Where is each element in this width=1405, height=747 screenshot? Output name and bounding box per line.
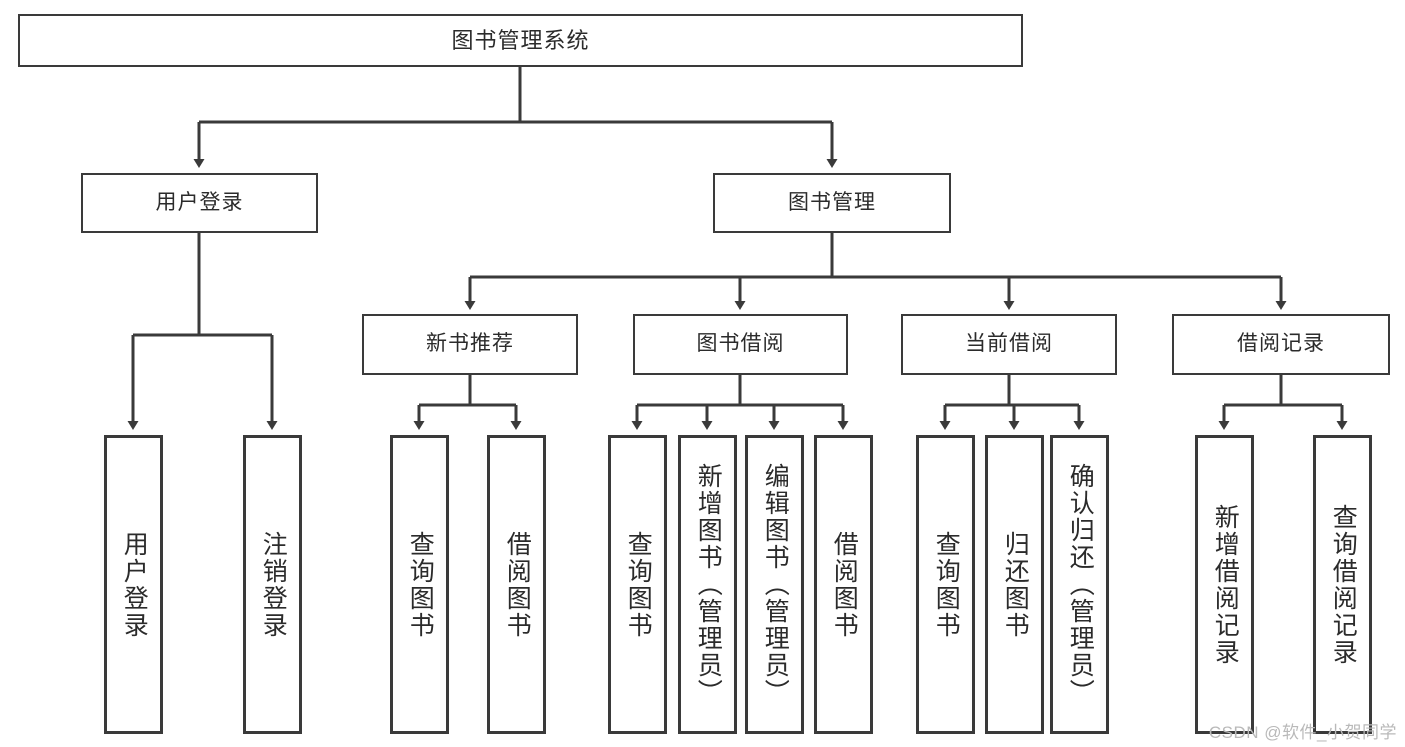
leaf-current-query-book[interactable]: 查询图书	[916, 435, 975, 734]
leaf-borrow-edit-book[interactable]: 编辑图书（管理员）	[745, 435, 804, 734]
leaf-current-return-book[interactable]: 归还图书	[985, 435, 1044, 734]
node-label: 用户登录	[120, 530, 149, 639]
node-label: 图书管理	[788, 190, 876, 214]
node-label: 新增图书（管理员）	[694, 463, 723, 706]
node-current-borrow[interactable]: 当前借阅	[901, 314, 1117, 375]
leaf-record-add-record[interactable]: 新增借阅记录	[1195, 435, 1254, 734]
leaf-borrow-add-book[interactable]: 新增图书（管理员）	[678, 435, 737, 734]
node-root-system[interactable]: 图书管理系统	[18, 14, 1023, 67]
node-label: 编辑图书（管理员）	[761, 463, 790, 706]
leaf-user-login-login[interactable]: 用户登录	[104, 435, 163, 734]
node-label: 图书借阅	[696, 332, 785, 356]
node-label: 借阅图书	[503, 530, 532, 639]
node-label: 借阅记录	[1237, 332, 1325, 356]
csdn-watermark: CSDN @软件_小贺同学	[1208, 723, 1397, 742]
node-label: 查询借阅记录	[1329, 503, 1358, 666]
node-book-borrow[interactable]: 图书借阅	[633, 314, 848, 375]
node-label: 图书管理系统	[451, 27, 590, 53]
node-label: 归还图书	[1001, 530, 1030, 639]
leaf-record-query-record[interactable]: 查询借阅记录	[1313, 435, 1372, 734]
node-label: 用户登录	[155, 190, 244, 214]
node-label: 新增借阅记录	[1211, 503, 1240, 666]
node-user-login[interactable]: 用户登录	[81, 173, 318, 233]
leaf-user-login-logout[interactable]: 注销登录	[243, 435, 302, 734]
node-borrow-record[interactable]: 借阅记录	[1172, 314, 1390, 375]
node-book-management[interactable]: 图书管理	[713, 173, 951, 233]
node-label: 借阅图书	[830, 530, 859, 639]
leaf-current-confirm-return[interactable]: 确认归还（管理员）	[1050, 435, 1109, 734]
leaf-borrow-borrow-book[interactable]: 借阅图书	[814, 435, 873, 734]
node-label: 注销登录	[259, 530, 288, 639]
leaf-recommend-borrow-book[interactable]: 借阅图书	[487, 435, 546, 734]
node-label: 新书推荐	[426, 332, 514, 356]
node-label: 查询图书	[932, 530, 961, 639]
leaf-borrow-query-book[interactable]: 查询图书	[608, 435, 667, 734]
node-label: 查询图书	[624, 530, 653, 639]
node-label: 查询图书	[406, 530, 435, 639]
node-label: 当前借阅	[965, 332, 1053, 356]
node-label: 确认归还（管理员）	[1066, 463, 1095, 706]
node-new-book-recommend[interactable]: 新书推荐	[362, 314, 578, 375]
leaf-recommend-query-book[interactable]: 查询图书	[390, 435, 449, 734]
